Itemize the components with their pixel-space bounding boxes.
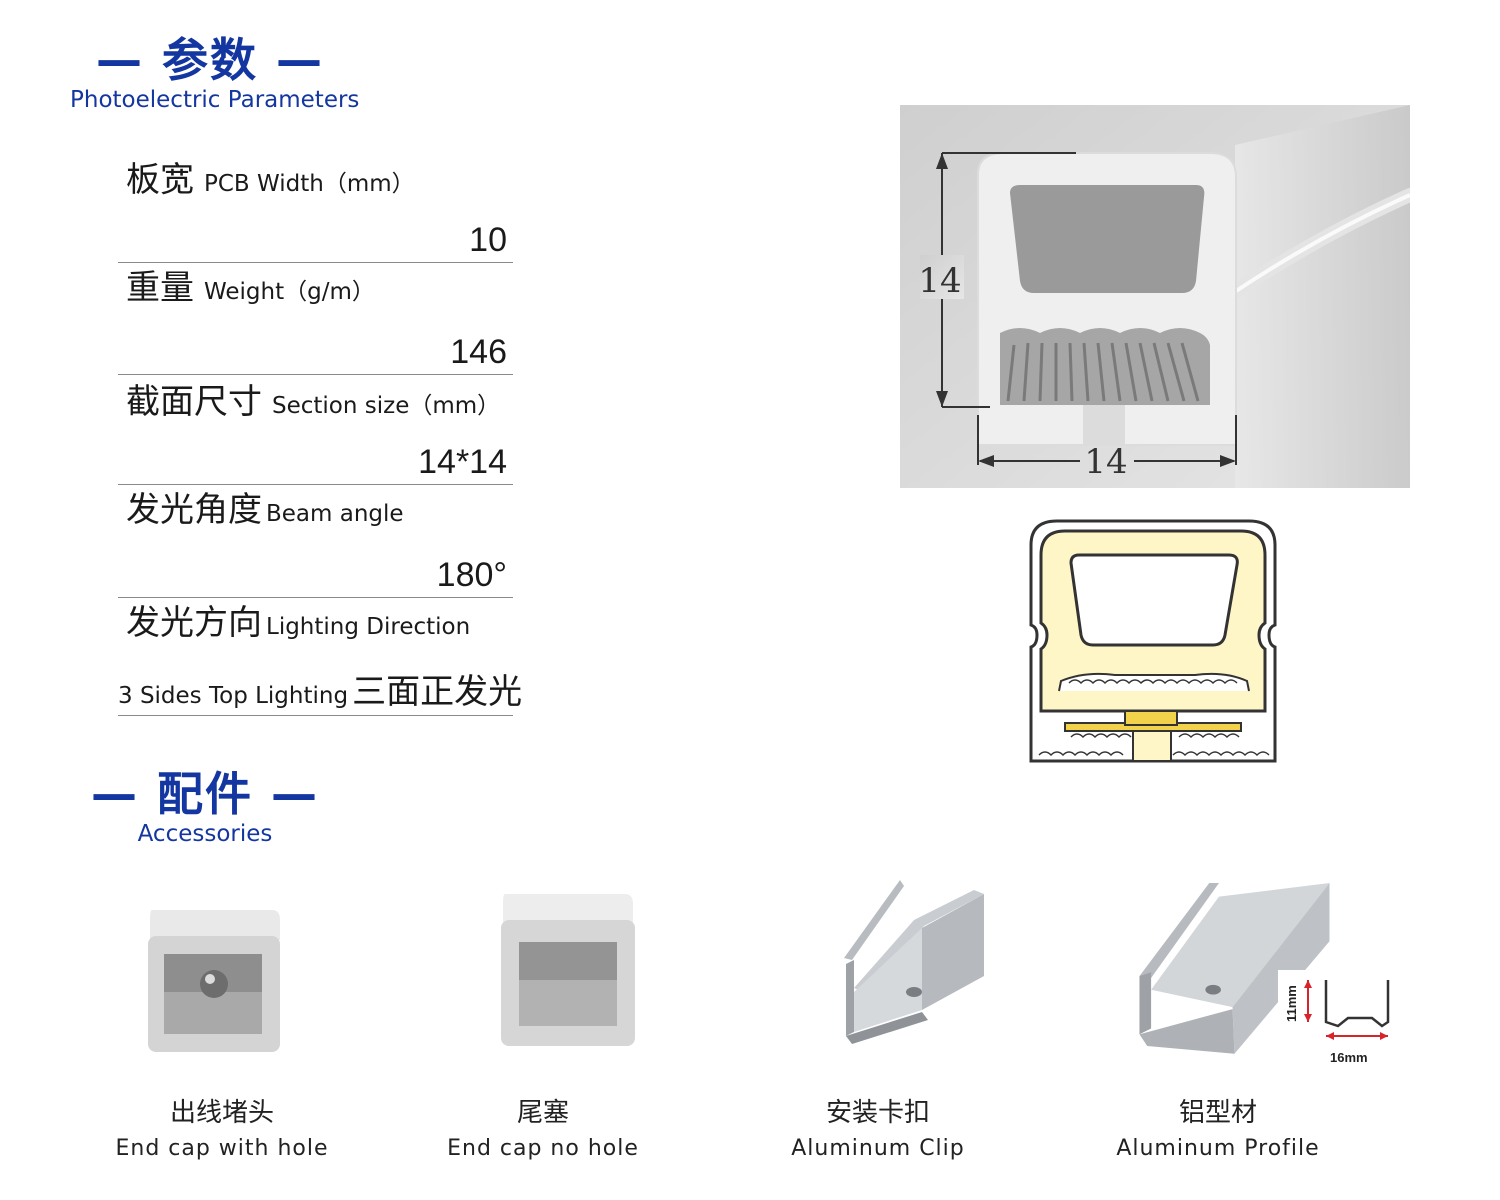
param-label-en: Beam angle	[266, 501, 404, 527]
param-row-pcb-width: 板宽 PCB Width（mm） 10	[118, 160, 513, 263]
cross-section-diagram	[1029, 519, 1277, 763]
aluminum-profile-image	[1139, 883, 1330, 1054]
width-dimension-label: 14	[1084, 442, 1127, 482]
param-label-en: Section size（mm）	[272, 393, 501, 419]
accessory-name-en: End cap with hole	[115, 1136, 329, 1161]
parameters-heading-en: Photoelectric Parameters	[70, 87, 360, 113]
aluminum-clip-image	[844, 880, 984, 1044]
param-value: 10	[469, 221, 507, 259]
accessory-end-cap-no-hole: 尾塞 End cap no hole	[383, 860, 703, 1180]
profile-dimension-diagram: 11mm 16mm	[1278, 970, 1390, 1082]
param-label-zh: 发光角度	[126, 490, 262, 530]
parameters-heading: — 参数 — Photoelectric Parameters	[70, 33, 360, 114]
param-label-en: PCB Width（mm）	[204, 171, 415, 197]
param-value: 146	[450, 333, 507, 371]
param-value: 180°	[436, 556, 507, 594]
end-cap-with-hole-image	[148, 910, 280, 1052]
neon-profile-3d-render: 14 14	[900, 105, 1410, 488]
accessory-name-en: End cap no hole	[447, 1136, 639, 1161]
accessories-heading: — 配件 — Accessories	[70, 768, 340, 848]
parameters-heading-zh: — 参数 —	[95, 33, 325, 87]
accessories-heading-zh: — 配件 —	[90, 767, 320, 821]
accessory-end-cap-with-hole: 出线堵头 End cap with hole	[62, 860, 382, 1180]
accessory-name-zh: 尾塞	[516, 1098, 569, 1128]
param-label-en: Weight（g/m）	[204, 279, 375, 305]
param-label-en: Lighting Direction	[266, 614, 471, 640]
param-label-zh: 发光方向	[126, 603, 262, 643]
param-value-en: 3 Sides Top Lighting	[118, 683, 349, 709]
accessory-name-zh: 出线堵头	[169, 1098, 274, 1128]
param-value: 14*14	[418, 443, 507, 481]
accessory-aluminum-clip: 安装卡扣 Aluminum Clip	[718, 860, 1038, 1180]
profile-width-label: 16mm	[1330, 1050, 1368, 1065]
accessory-name-zh: 铝型材	[1178, 1098, 1257, 1128]
accessory-name-en: Aluminum Profile	[1116, 1136, 1320, 1161]
accessories-heading-en: Accessories	[137, 821, 273, 847]
param-label-zh: 板宽	[126, 160, 194, 200]
end-cap-no-hole-image	[501, 894, 635, 1046]
accessory-name-en: Aluminum Clip	[791, 1136, 965, 1161]
profile-height-label: 11mm	[1284, 985, 1299, 1022]
param-label-zh: 重量	[126, 268, 194, 308]
param-row-section-size: 截面尺寸 Section size（mm） 14*14	[118, 382, 513, 485]
accessory-name-zh: 安装卡扣	[825, 1098, 930, 1128]
param-label-zh: 截面尺寸	[126, 382, 262, 422]
accessory-aluminum-profile: 11mm 16mm 铝型材 Aluminum Profile	[1058, 860, 1390, 1180]
param-row-weight: 重量 Weight（g/m） 146	[118, 268, 513, 375]
param-value-zh: 三面正发光	[352, 672, 523, 712]
height-dimension-label: 14	[918, 261, 961, 301]
